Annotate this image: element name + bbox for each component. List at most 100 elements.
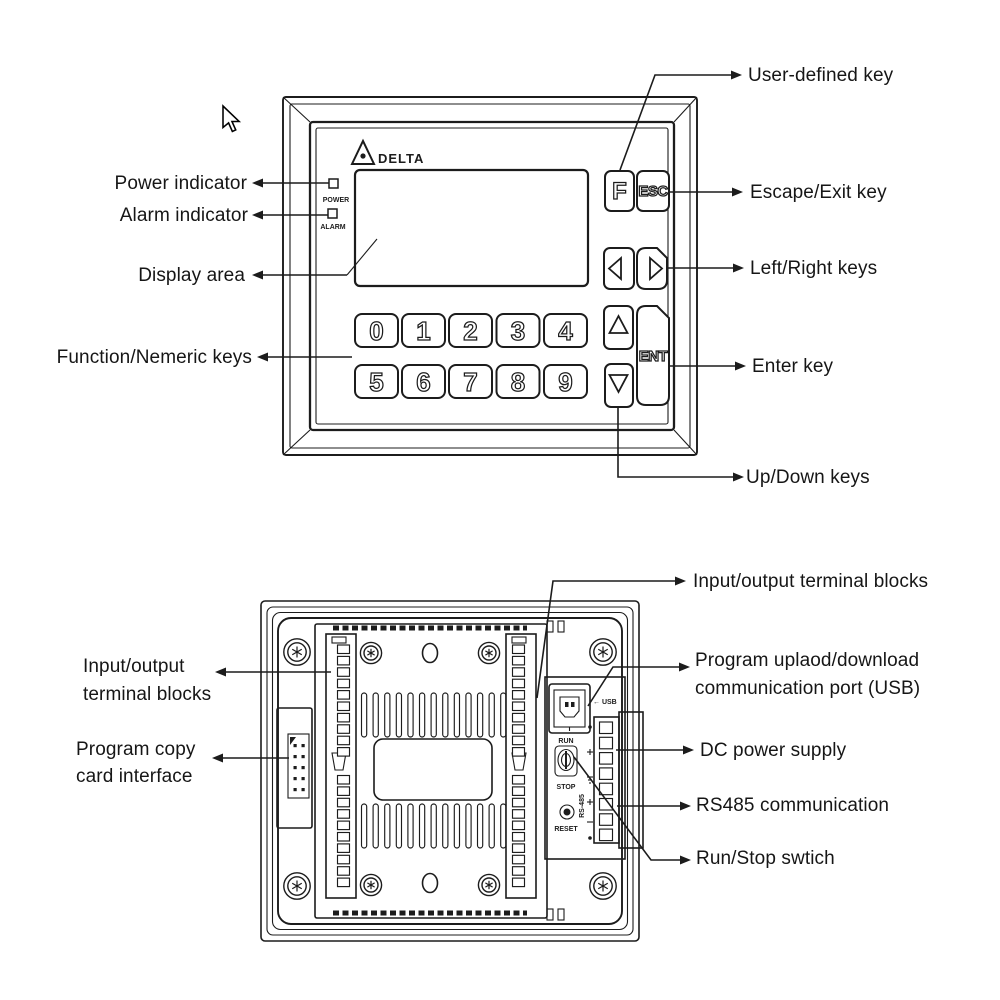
- left-arrow-icon: [607, 256, 622, 281]
- arrow-icon: [675, 576, 686, 586]
- nameplate: [373, 738, 493, 801]
- run-stop-switch: RUN STOP: [554, 738, 578, 791]
- key-ent-label: ENT: [639, 348, 668, 365]
- arrow-icon: [733, 472, 744, 482]
- io-terminal-strip-left: [325, 633, 357, 899]
- io-terminal-strip-right: [505, 633, 537, 899]
- leader-enter: [669, 361, 746, 371]
- key-7: [448, 364, 493, 399]
- key-0: [354, 313, 399, 348]
- usb-port-tag: ← USB: [593, 699, 617, 706]
- mounting-hole: [421, 642, 439, 664]
- module-screw: [359, 641, 383, 665]
- arrow-icon: [257, 352, 268, 362]
- key-8-label: 8: [511, 367, 525, 397]
- arrow-icon: [679, 662, 690, 672]
- module-screw: [477, 641, 501, 665]
- rear-inner-panel: [277, 617, 623, 925]
- key-0-label: 0: [369, 316, 383, 346]
- key-3: [495, 313, 541, 348]
- callout-display-area: Display area: [138, 265, 245, 286]
- callout-run-stop-switch: Run/Stop swtich: [696, 848, 835, 869]
- corner-screw: [589, 638, 617, 666]
- up-arrow-icon: [608, 314, 629, 334]
- leader-left-right: [667, 263, 744, 273]
- corner-screw: [283, 872, 311, 900]
- brand-text: DELTA: [378, 151, 424, 166]
- callout-escape-exit-key: Escape/Exit key: [750, 182, 887, 203]
- rear-view-device: ← USB RUN STOP RESET RS-485: [260, 600, 644, 942]
- key-6-label: 6: [416, 367, 430, 397]
- rear-outer-case: [260, 600, 640, 942]
- rear-leader-lines: [212, 576, 694, 865]
- rs485-port-label: RS-485: [579, 794, 586, 818]
- arrow-icon: [732, 187, 743, 197]
- key-1: [401, 313, 446, 348]
- communication-panel: ← USB RUN STOP RESET RS-485: [544, 620, 644, 921]
- usb-port: [548, 683, 591, 734]
- leader-dc-power: [616, 745, 694, 755]
- key-8: [495, 364, 541, 399]
- copy-card-interface: [276, 707, 313, 829]
- key-1-label: 1: [416, 316, 430, 346]
- arrow-icon: [252, 210, 263, 220]
- display-area: [353, 168, 590, 288]
- key-2: [448, 313, 493, 348]
- alarm-led: [327, 208, 338, 219]
- corner-screw: [589, 872, 617, 900]
- power-terminal-block: [587, 711, 644, 849]
- callout-usb-port: Program uplaod/download communication po…: [695, 650, 921, 699]
- arrow-icon: [683, 745, 694, 755]
- callout-power-indicator: Power indicator: [114, 173, 247, 194]
- key-9-label: 9: [558, 367, 572, 397]
- arrow-icon: [735, 361, 746, 371]
- arrow-icon: [252, 270, 263, 280]
- key-9: [543, 364, 588, 399]
- key-4-label: 4: [558, 316, 573, 346]
- leader-rs485: [617, 801, 691, 811]
- run-label: RUN: [558, 738, 573, 745]
- arrow-icon: [733, 263, 744, 273]
- key-6: [401, 364, 446, 399]
- callout-copy-card-interface: Program copy card interface: [76, 739, 196, 787]
- callout-up-down-keys: Up/Down keys: [746, 467, 870, 488]
- power-led-label: POWER: [323, 197, 349, 204]
- arrow-icon: [680, 801, 691, 811]
- arrow-icon: [252, 178, 263, 188]
- key-f: [604, 170, 635, 212]
- callout-user-defined-key: User-defined key: [748, 65, 894, 86]
- callout-io-terminal-left: Input/output terminal blocks: [83, 656, 212, 705]
- callout-left-right-keys: Left/Right keys: [750, 258, 878, 279]
- leader-usb: [587, 662, 690, 707]
- reset-label: RESET: [554, 826, 578, 833]
- front-leader-lines: [252, 70, 746, 482]
- callout-function-numeric-keys: Function/Nemeric keys: [56, 347, 252, 368]
- leader-io-left: [215, 667, 331, 677]
- corner-screw: [283, 638, 311, 666]
- callout-rs485-communication: RS485 communication: [696, 795, 890, 816]
- key-esc: [636, 170, 670, 212]
- down-arrow-icon: [608, 374, 629, 394]
- power-led: [328, 178, 339, 189]
- callout-dc-power-supply: DC power supply: [700, 740, 847, 761]
- reset-button: RESET: [554, 804, 578, 833]
- arrow-icon: [731, 70, 742, 80]
- arrow-icon: [680, 855, 691, 865]
- leader-power: [252, 178, 329, 188]
- callout-alarm-indicator: Alarm indicator: [119, 205, 248, 226]
- leader-user-defined: [619, 70, 742, 171]
- callout-io-terminal-right: Input/output terminal blocks: [693, 571, 929, 592]
- arrow-icon: [212, 753, 223, 763]
- mouse-cursor: [222, 104, 242, 133]
- module-screw: [477, 873, 501, 897]
- arrow-icon: [215, 667, 226, 677]
- leader-copy-card: [212, 753, 289, 763]
- leader-alarm: [252, 210, 328, 220]
- leader-numeric: [257, 352, 352, 362]
- key-4: [543, 313, 588, 348]
- leader-up-down: [617, 407, 744, 482]
- front-view-device: DELTA POWER ALARM 0 1 2 3 4 5 6: [282, 96, 698, 456]
- numeric-keypad: 0 1 2 3 4 5 6 7 8 9: [354, 313, 588, 399]
- right-arrow-icon: [649, 256, 664, 281]
